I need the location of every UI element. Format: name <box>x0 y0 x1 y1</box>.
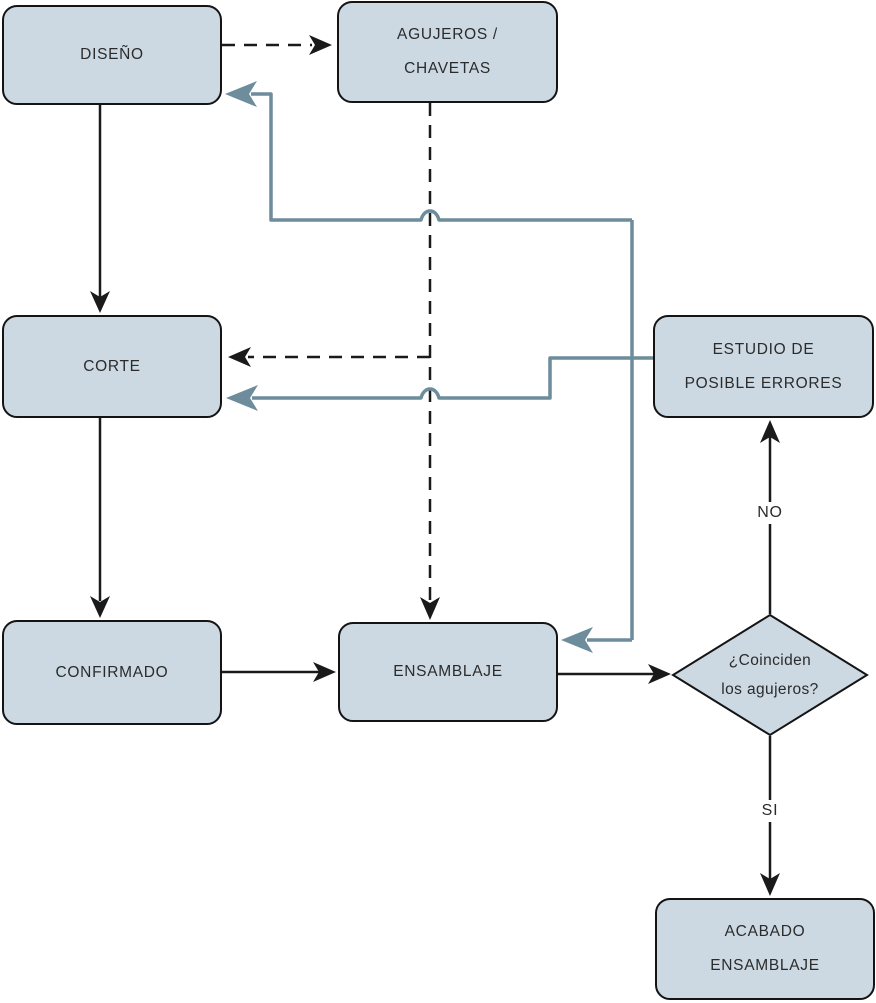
node-decision-line1: ¿Coinciden <box>728 652 812 669</box>
feedback-lines <box>251 92 653 642</box>
node-ensamblaje: ENSAMBLAJE <box>338 622 558 722</box>
node-decision-line2: los agujeros? <box>721 681 819 698</box>
node-decision-text: ¿Coinciden los agujeros? <box>680 640 860 710</box>
arrowhead-into-corte-right-dashed <box>228 347 251 367</box>
node-estudio-errores: ESTUDIO DE POSIBLE ERRORES <box>653 315 874 418</box>
node-confirmado-label: CONFIRMADO <box>55 663 169 681</box>
black-solid-lines <box>98 105 772 879</box>
feedback-to-corte-path <box>252 356 653 400</box>
arrowhead-into-corte-right-blue <box>226 385 258 411</box>
arrowhead-into-diseno-right <box>225 81 257 107</box>
arrowhead-into-ensamblaje-top <box>420 597 440 620</box>
edge-label-si: SI <box>756 800 784 822</box>
node-ensamblaje-label: ENSAMBLAJE <box>393 663 503 680</box>
arrowhead-into-ensamblaje-left <box>313 662 336 682</box>
node-agujeros-line1: AGUJEROS / <box>397 26 498 43</box>
arrowhead-into-decision-left <box>648 664 671 684</box>
arrowhead-into-confirmado-top <box>90 596 110 618</box>
black-arrowheads <box>90 35 780 896</box>
arrowhead-into-agujeros-left <box>309 35 332 55</box>
feedback-to-diseno-path <box>251 92 632 222</box>
decision-diamond <box>671 613 869 737</box>
node-acabado-ensamblaje: ACABADO ENSAMBLAJE <box>655 898 875 1000</box>
node-diseno: DISEÑO <box>2 5 222 105</box>
arrowhead-into-corte-top <box>90 291 110 313</box>
node-corte: CORTE <box>2 315 222 418</box>
arrowhead-into-acabado-top <box>760 873 780 896</box>
decision-diamond-shape <box>671 613 869 737</box>
node-diseno-label: DISEÑO <box>80 46 144 63</box>
node-acabado-line2: ENSAMBLAJE <box>710 957 820 974</box>
node-estudio-line2: POSIBLE ERRORES <box>684 374 843 392</box>
feedback-arrowheads <box>225 81 593 653</box>
node-agujeros-line2: CHAVETAS <box>404 60 491 77</box>
node-confirmado: CONFIRMADO <box>2 620 222 725</box>
node-agujeros-chavetas: AGUJEROS / CHAVETAS <box>337 1 558 103</box>
node-corte-label: CORTE <box>83 357 141 375</box>
arrowhead-into-estudio-bottom <box>760 420 780 443</box>
edge-label-no: NO <box>752 502 788 524</box>
arrowhead-into-ensamblaje-right <box>561 627 593 653</box>
black-dashed-lines <box>222 43 432 602</box>
node-estudio-line1: ESTUDIO DE <box>712 340 815 358</box>
node-acabado-line1: ACABADO <box>724 923 806 940</box>
